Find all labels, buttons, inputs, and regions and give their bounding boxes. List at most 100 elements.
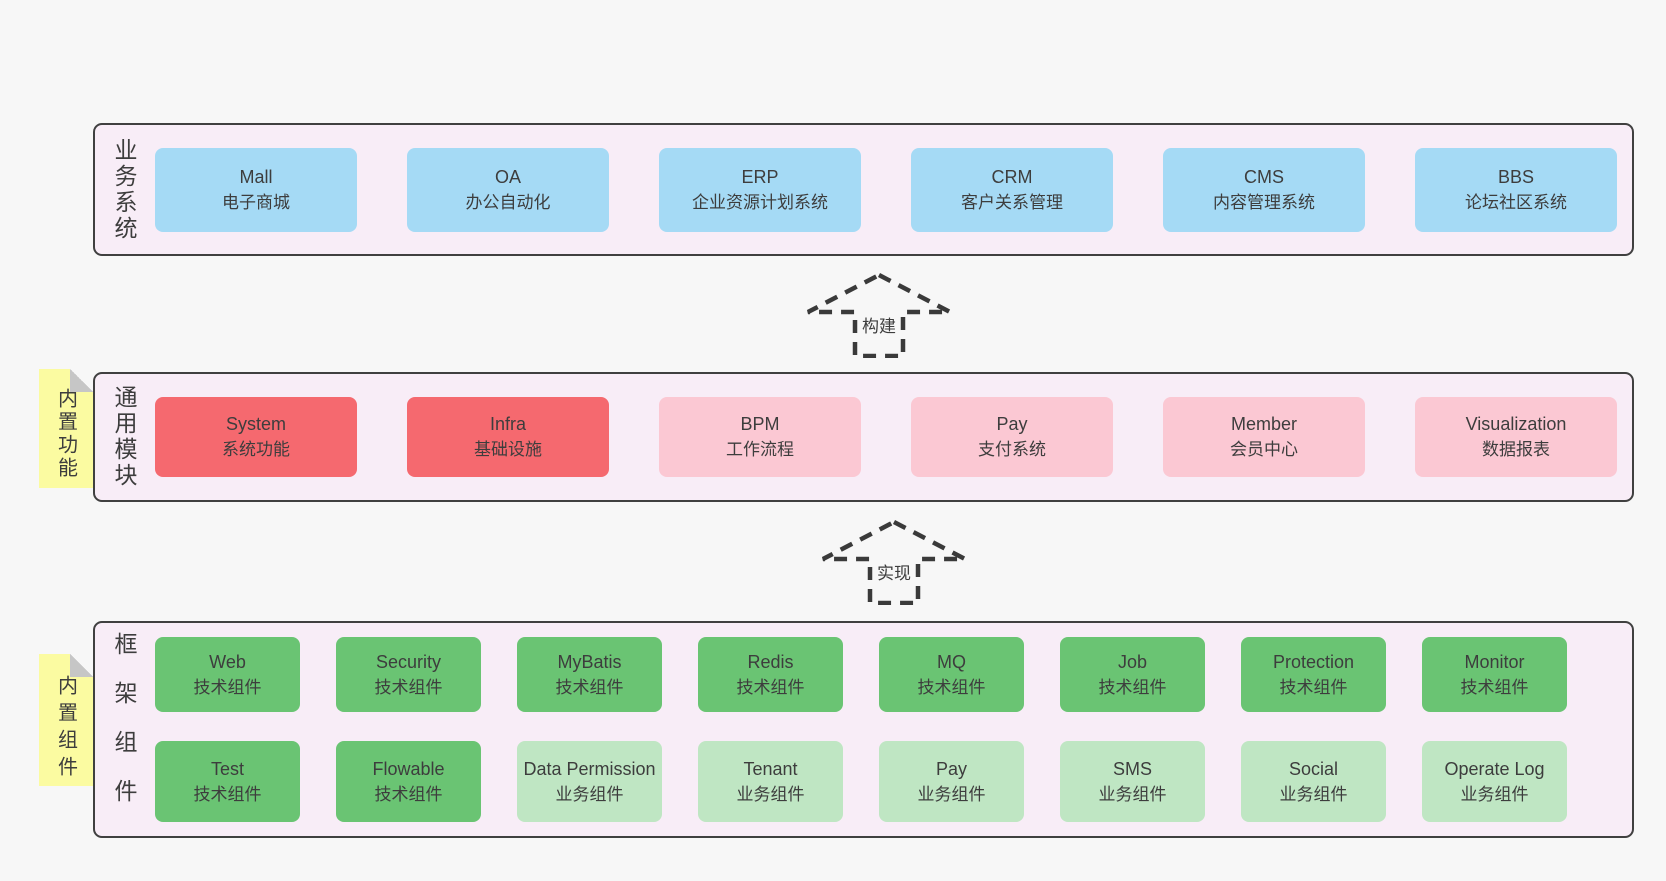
box-subtitle: 业务组件 — [917, 784, 986, 804]
box-job: Job 技术组件 — [1060, 637, 1205, 712]
box-bpm: BPM 工作流程 — [659, 397, 861, 477]
box-subtitle: 业务组件 — [1098, 784, 1167, 804]
framework-components-label: 框架组件 — [111, 631, 137, 828]
box-title: Protection — [1272, 651, 1355, 672]
box-title: OA — [494, 166, 521, 187]
box-subtitle: 企业资源计划系统 — [692, 192, 828, 212]
box-title: Visualization — [1465, 414, 1567, 434]
box-title: Mall — [239, 166, 273, 187]
box-member: Member 会员中心 — [1163, 397, 1365, 477]
box-subtitle: 会员中心 — [1230, 440, 1298, 459]
box-title: Tenant — [743, 758, 798, 779]
box-social: Social 业务组件 — [1241, 741, 1386, 822]
box-title: MQ — [937, 651, 966, 672]
box-subtitle: 技术组件 — [193, 784, 262, 804]
box-subtitle: 基础设施 — [474, 440, 542, 459]
box-protection: Protection 技术组件 — [1241, 637, 1386, 712]
framework-components-row-2: Test 技术组件 Flowable 技术组件 Data Permission … — [155, 741, 1567, 822]
box-subtitle: 数据报表 — [1482, 440, 1550, 459]
box-data-permission: Data Permission 业务组件 — [517, 741, 662, 822]
box-subtitle: 电子商城 — [222, 192, 290, 212]
box-subtitle: 办公自动化 — [465, 192, 551, 212]
box-title: Data Permission — [523, 758, 656, 779]
box-system: System 系统功能 — [155, 397, 357, 477]
box-crm: CRM 客户关系管理 — [911, 147, 1113, 232]
business-systems-boxes: Mall 电子商城 OA 办公自动化 ERP 企业资源计划系统 CRM 客户关系… — [155, 147, 1617, 232]
box-subtitle: 技术组件 — [1279, 677, 1348, 697]
box-title: Redis — [747, 651, 794, 672]
box-subtitle: 系统功能 — [222, 440, 290, 459]
sticky-fold-corner — [70, 369, 93, 392]
box-title: ERP — [741, 166, 779, 187]
box-infra: Infra 基础设施 — [407, 397, 609, 477]
box-title: CMS — [1244, 166, 1284, 187]
box-mall: Mall 电子商城 — [155, 147, 357, 232]
sticky-note-label: 内置组件 — [54, 675, 77, 783]
box-title: MyBatis — [557, 651, 622, 672]
implement-arrow: 实现 — [820, 519, 968, 606]
box-subtitle: 论坛社区系统 — [1465, 192, 1567, 212]
box-title: BBS — [1497, 166, 1535, 187]
box-title: Infra — [489, 414, 527, 434]
common-modules-boxes: System 系统功能 Infra 基础设施 BPM 工作流程 Pay 支付系统… — [155, 397, 1617, 477]
box-oa: OA 办公自动化 — [407, 147, 609, 232]
box-title: Flowable — [372, 758, 445, 779]
box-subtitle: 技术组件 — [1460, 677, 1529, 697]
built-in-features-sticky-note: 内置功能 — [39, 369, 93, 488]
implement-arrow-label: 实现 — [874, 559, 914, 584]
framework-components-row-1: Web 技术组件 Security 技术组件 MyBatis 技术组件 Redi… — [155, 637, 1567, 712]
box-subtitle: 业务组件 — [1279, 784, 1348, 804]
box-subtitle: 工作流程 — [726, 440, 794, 459]
box-subtitle: 技术组件 — [374, 784, 443, 804]
box-subtitle: 业务组件 — [736, 784, 805, 804]
box-mq: MQ 技术组件 — [879, 637, 1024, 712]
box-subtitle: 业务组件 — [555, 784, 624, 804]
box-sms: SMS 业务组件 — [1060, 741, 1205, 822]
box-subtitle: 内容管理系统 — [1213, 192, 1315, 212]
box-subtitle: 业务组件 — [1460, 784, 1529, 804]
common-modules-panel: 通用模块 System 系统功能 Infra 基础设施 BPM 工作流程 Pay… — [93, 372, 1634, 502]
build-arrow-label: 构建 — [859, 312, 899, 337]
box-title: Pay — [996, 414, 1028, 434]
box-operate-log: Operate Log 业务组件 — [1422, 741, 1567, 822]
box-subtitle: 技术组件 — [917, 677, 986, 697]
framework-components-panel: 框架组件 Web 技术组件 Security 技术组件 MyBatis 技术组件… — [93, 621, 1634, 838]
box-title: Job — [1117, 651, 1148, 672]
business-systems-panel: 业务系统 Mall 电子商城 OA 办公自动化 ERP 企业资源计划系统 CRM… — [93, 123, 1634, 256]
box-tenant: Tenant 业务组件 — [698, 741, 843, 822]
box-title: Security — [375, 651, 442, 672]
box-subtitle: 技术组件 — [555, 677, 624, 697]
box-bbs: BBS 论坛社区系统 — [1415, 147, 1617, 232]
box-monitor: Monitor 技术组件 — [1422, 637, 1567, 712]
box-cms: CMS 内容管理系统 — [1163, 147, 1365, 232]
box-title: Test — [210, 758, 244, 779]
box-pay-component: Pay 业务组件 — [879, 741, 1024, 822]
box-title: Web — [209, 651, 246, 672]
box-title: SMS — [1112, 758, 1152, 779]
sticky-note-label: 内置功能 — [54, 388, 77, 480]
box-redis: Redis 技术组件 — [698, 637, 843, 712]
box-subtitle: 技术组件 — [736, 677, 805, 697]
box-title: Social — [1288, 758, 1339, 779]
box-subtitle: 支付系统 — [978, 440, 1046, 459]
box-subtitle: 技术组件 — [374, 677, 443, 697]
box-title: Member — [1230, 414, 1297, 434]
box-security: Security 技术组件 — [336, 637, 481, 712]
box-subtitle: 客户关系管理 — [961, 192, 1063, 212]
box-title: System — [225, 414, 286, 434]
framework-components-rows: Web 技术组件 Security 技术组件 MyBatis 技术组件 Redi… — [155, 637, 1567, 822]
box-test: Test 技术组件 — [155, 741, 300, 822]
built-in-components-sticky-note: 内置组件 — [39, 654, 93, 786]
box-subtitle: 技术组件 — [193, 677, 262, 697]
build-arrow: 构建 — [805, 272, 953, 359]
sticky-fold-corner — [70, 654, 93, 677]
business-systems-label: 业务系统 — [111, 137, 137, 242]
common-modules-label: 通用模块 — [111, 385, 137, 489]
box-title: Operate Log — [1444, 758, 1545, 779]
box-mybatis: MyBatis 技术组件 — [517, 637, 662, 712]
box-title: CRM — [991, 166, 1033, 187]
box-title: Pay — [935, 758, 968, 779]
box-visualization: Visualization 数据报表 — [1415, 397, 1617, 477]
box-title: BPM — [740, 414, 780, 434]
box-web: Web 技术组件 — [155, 637, 300, 712]
